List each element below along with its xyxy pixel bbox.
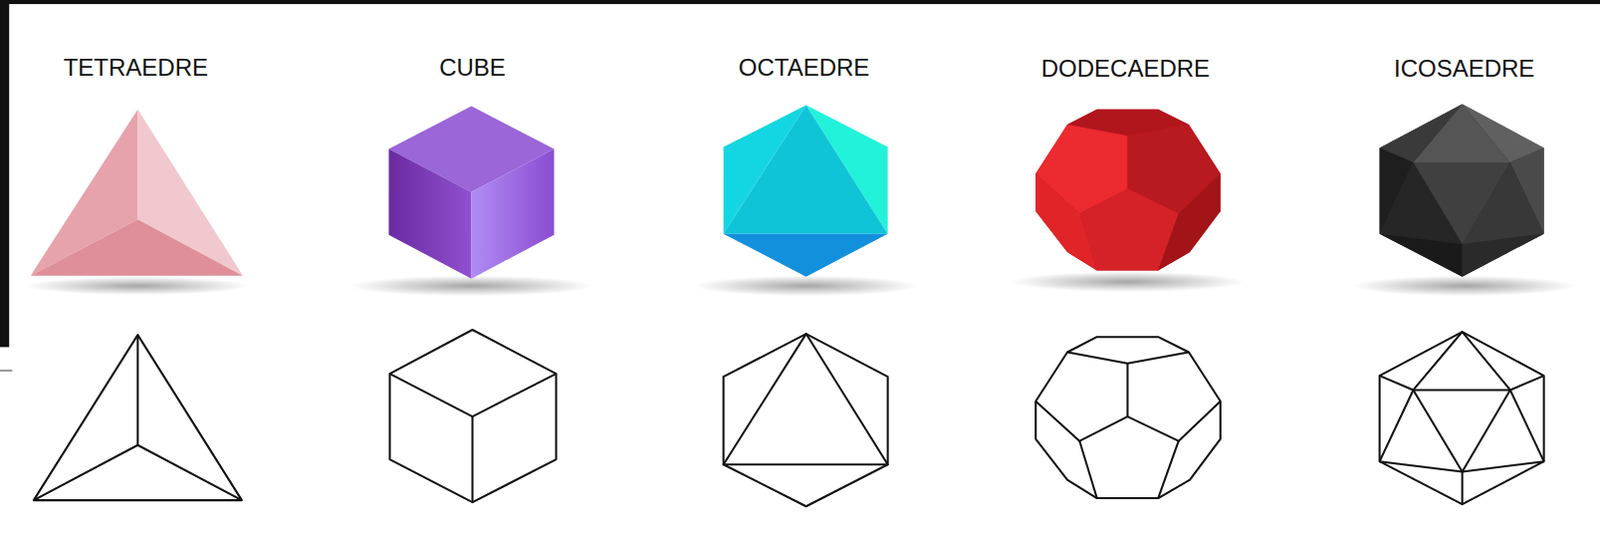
cube-solid bbox=[388, 106, 554, 279]
octahedron-solid bbox=[723, 105, 889, 277]
octahedron-outline bbox=[723, 333, 889, 506]
solid-name: OCTAEDRE bbox=[738, 55, 871, 80]
left-bar bbox=[0, 0, 9, 347]
dodecahedron-outline bbox=[1035, 336, 1221, 498]
shadows bbox=[25, 271, 1578, 297]
top-bar bbox=[0, 0, 1600, 4]
icosahedron-outline bbox=[1379, 331, 1545, 504]
tetrahedron-outline bbox=[33, 334, 242, 500]
cube-outline bbox=[390, 329, 557, 502]
outline-drawings bbox=[33, 329, 1545, 506]
tetrahedron-solid bbox=[30, 109, 243, 276]
icosahedron-solid bbox=[1379, 104, 1545, 277]
solid-name: ICOSAEDRE bbox=[1393, 56, 1535, 81]
solid-name: TETRAEDRE bbox=[63, 55, 209, 80]
solid-name: DODECAEDRE bbox=[1041, 56, 1210, 81]
left-tick bbox=[0, 369, 12, 372]
solid-name: CUBE bbox=[439, 55, 506, 80]
dodecahedron-solid bbox=[1035, 109, 1221, 271]
